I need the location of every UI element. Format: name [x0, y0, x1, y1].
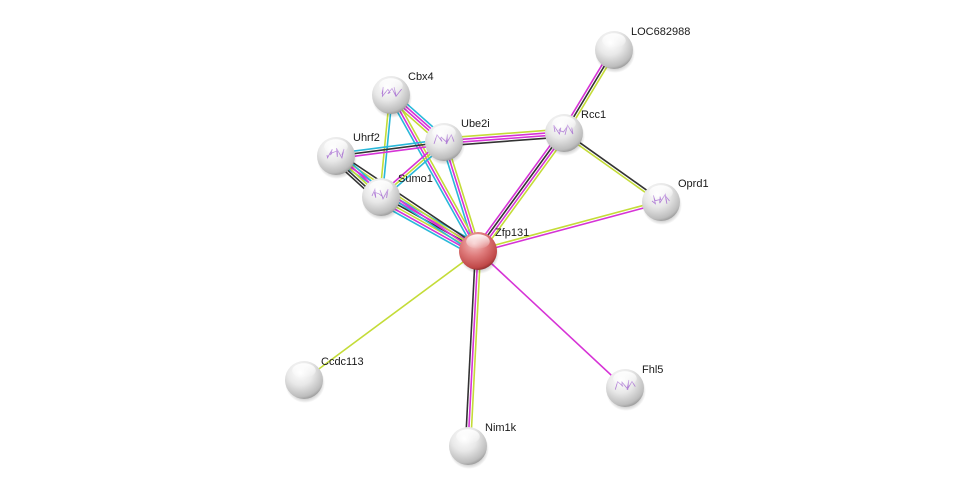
edge-evidence-coexpression — [337, 152, 481, 249]
node-oprd1[interactable]: Oprd1 — [642, 178, 709, 225]
edge-zfp131-rcc1[interactable] — [474, 130, 568, 254]
node-fhl5[interactable]: Fhl5 — [606, 364, 663, 411]
edge-zfp131-nim1k[interactable] — [464, 250, 482, 447]
edge-evidence-coexpression — [476, 131, 564, 251]
node-label: Uhrf2 — [353, 132, 380, 144]
edge-evidence-textmining — [303, 250, 479, 381]
node-label: Oprd1 — [678, 178, 709, 190]
node-label: Ccdc113 — [321, 356, 364, 368]
edge-evidence-coexpression — [464, 250, 477, 446]
node-label: Cbx4 — [408, 71, 434, 83]
node-cbx4[interactable]: Cbx4 — [372, 71, 434, 118]
edge-evidence-experiments — [474, 130, 562, 250]
node-gloss — [613, 371, 637, 386]
node-zfp131[interactable]: Zfp131 — [459, 227, 529, 274]
node-sumo1[interactable]: Sumo1 — [362, 173, 433, 220]
edge-evidence-textmining — [469, 251, 482, 447]
edge-evidence-experiments — [478, 133, 566, 253]
edge-zfp131-cbx4[interactable] — [388, 93, 481, 253]
node-label: Ube2i — [461, 118, 490, 130]
edge-evidence-experiments — [390, 94, 479, 252]
node-nim1k[interactable]: Nim1k — [449, 422, 517, 469]
node-gloss — [324, 139, 348, 154]
edge-evidence-experiments — [478, 202, 662, 254]
node-label: Fhl5 — [642, 364, 663, 376]
node-loc682988[interactable]: LOC682988 — [595, 26, 690, 73]
edge-evidence-textmining — [477, 199, 661, 251]
node-gloss — [649, 185, 673, 200]
node-gloss — [552, 116, 576, 131]
node-rcc1[interactable]: Rcc1 — [545, 109, 606, 156]
edge-evidence-experiments — [467, 250, 479, 447]
node-gloss — [432, 125, 456, 140]
node-label: Nim1k — [485, 422, 517, 434]
node-gloss — [369, 180, 393, 195]
node-ube2i[interactable]: Ube2i — [425, 118, 490, 165]
node-gloss — [602, 33, 626, 48]
node-ccdc113[interactable]: Ccdc113 — [285, 356, 364, 403]
edge-evidence-textmining — [443, 128, 564, 139]
node-label: Zfp131 — [495, 227, 529, 239]
edge-evidence-experiments — [477, 250, 626, 389]
node-label: LOC682988 — [631, 26, 690, 38]
node-gloss — [292, 363, 316, 378]
node-gloss — [466, 234, 490, 249]
node-label: Sumo1 — [398, 173, 433, 185]
node-uhrf2[interactable]: Uhrf2 — [317, 132, 380, 179]
edge-zfp131-oprd1[interactable] — [477, 199, 662, 254]
edge-evidence-textmining — [392, 93, 481, 251]
edge-zfp131-ccdc113[interactable] — [303, 250, 479, 381]
edge-evidence-database — [388, 95, 477, 253]
node-gloss — [456, 429, 480, 444]
node-label: Rcc1 — [581, 109, 606, 121]
edge-evidence-textmining — [480, 134, 568, 254]
node-gloss — [379, 78, 403, 93]
edge-zfp131-fhl5[interactable] — [477, 250, 626, 389]
